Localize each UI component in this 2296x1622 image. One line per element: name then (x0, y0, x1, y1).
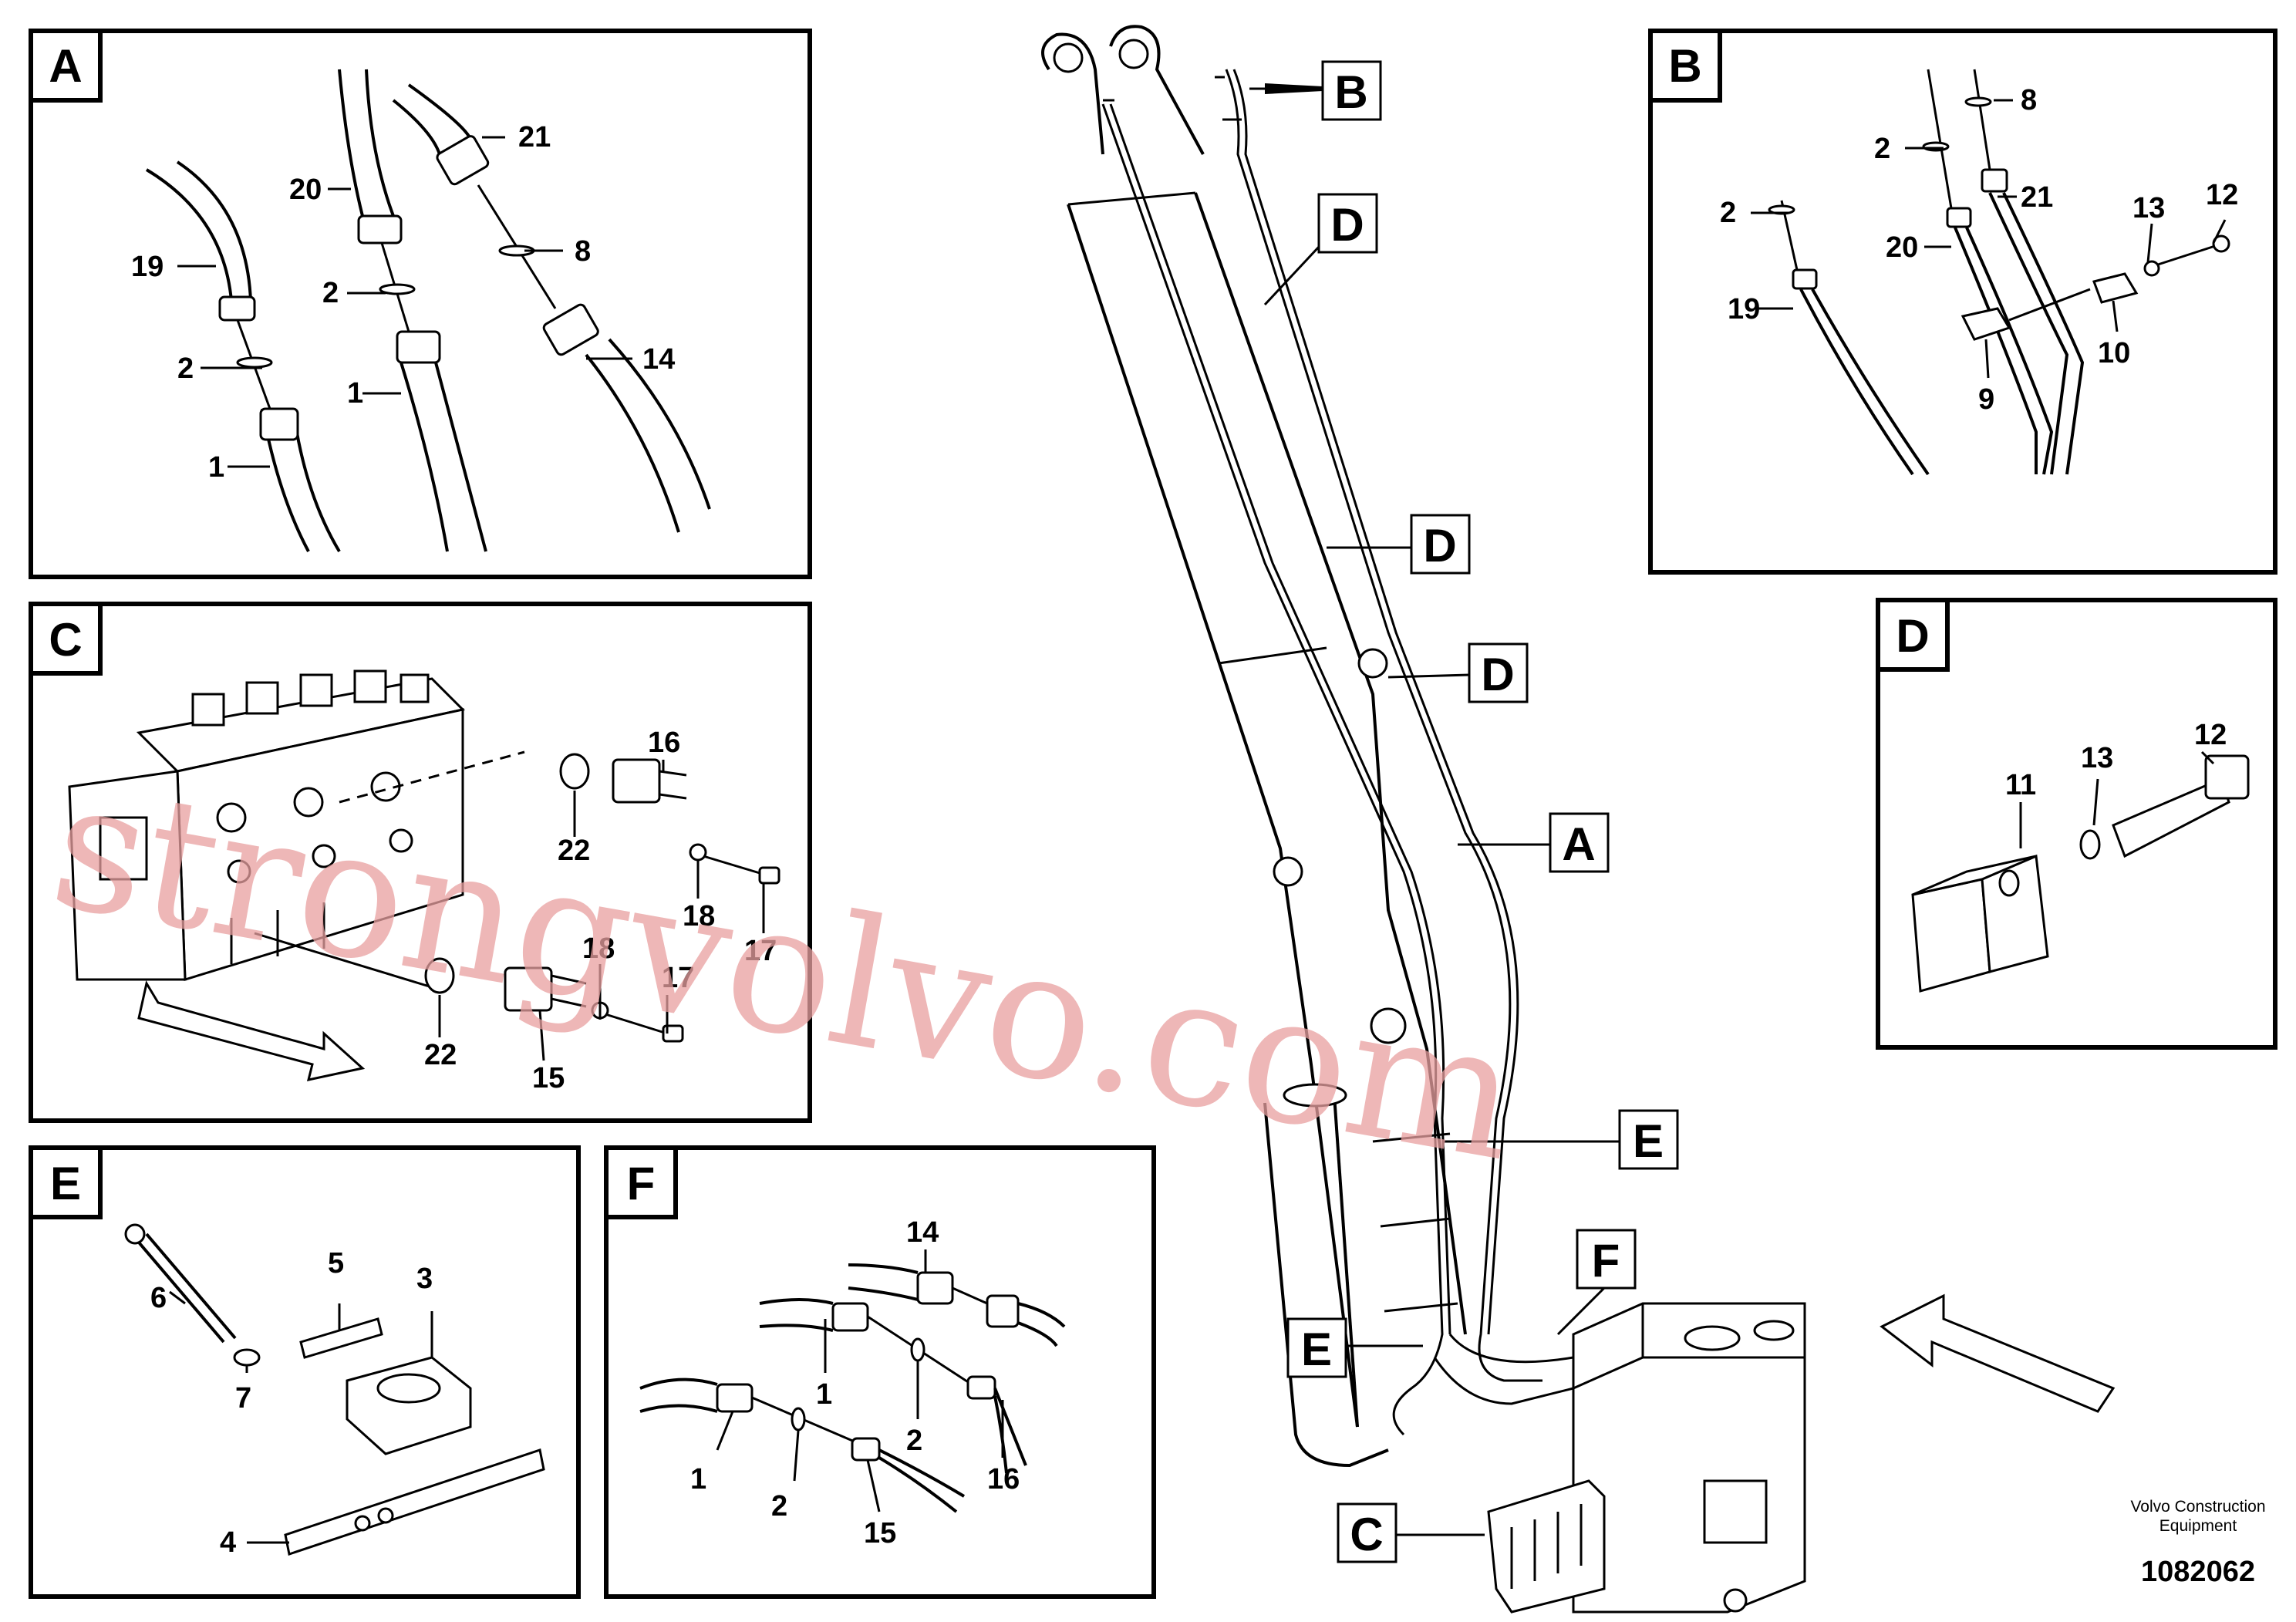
callout-b: B (1249, 60, 1382, 121)
panel-e-label: 4 (220, 1526, 236, 1559)
panel-e-label: 5 (328, 1247, 344, 1280)
panel-f-label: 1 (690, 1463, 706, 1496)
panel-c-label: 18 (582, 932, 615, 965)
panel-b-label: 2 (1874, 133, 1890, 165)
callout-e-letter: E (1633, 1115, 1664, 1167)
panel-a-label: 20 (289, 174, 322, 206)
callout-c: C (1337, 1502, 1485, 1563)
panel-b-label: 12 (2206, 179, 2238, 211)
panel-f-label: 14 (906, 1216, 939, 1249)
panel-c-label: 22 (558, 835, 590, 867)
callout-a: A (1458, 812, 1610, 873)
panel-a-label: 14 (642, 343, 675, 376)
callout-f: F (1556, 1229, 1637, 1336)
callout-a-letter: A (1562, 818, 1595, 870)
footer-company-line2: Equipment (2159, 1517, 2237, 1535)
callout-e-lower: E (1286, 1317, 1423, 1378)
panel-c-letter: C (49, 614, 82, 666)
panel-f-letter: F (627, 1158, 656, 1209)
panel-e-label: 7 (235, 1382, 251, 1415)
callout-d-low: D (1387, 642, 1529, 703)
footer-company-line1: Volvo Construction (2130, 1498, 2265, 1516)
callout-d-top: D (1263, 193, 1378, 306)
callout-b-letter: B (1334, 66, 1367, 118)
callout-e-letter: E (1301, 1324, 1332, 1375)
panel-c-label: 22 (424, 1039, 457, 1071)
panel-f-label: 2 (771, 1490, 787, 1523)
panel-b-label: 21 (2021, 181, 2053, 214)
panel-e-letter: E (50, 1158, 81, 1209)
panel-c-label: 17 (662, 962, 694, 994)
panel-a-label: 21 (518, 121, 551, 153)
panel-e: E 5 3 6 7 4 (29, 1145, 581, 1599)
callout-d-mid: D (1327, 514, 1471, 575)
panel-a-label: 1 (208, 451, 224, 484)
panel-f-label: 16 (987, 1463, 1020, 1496)
callout-c-letter: C (1350, 1509, 1383, 1560)
panel-c-label: 18 (683, 900, 715, 932)
callout-e-upper: E (1442, 1109, 1679, 1170)
callout-f-letter: F (1592, 1235, 1620, 1286)
panel-d: D 11 13 12 (1876, 598, 2277, 1050)
panel-f-label: 1 (816, 1378, 832, 1411)
panel-d-label: 11 (2005, 769, 2036, 801)
panel-a-label: 19 (131, 251, 164, 283)
panel-b: B 8 2 21 13 12 2 20 19 10 9 (1648, 29, 2277, 575)
control-valve-block (68, 669, 466, 982)
panel-a-label: 8 (575, 235, 591, 268)
panel-b-label: 10 (2098, 337, 2130, 369)
panel-d-label: 13 (2081, 742, 2113, 774)
panel-d-letter: D (1896, 610, 1929, 662)
panel-a-label: 1 (347, 377, 363, 410)
boom-assembly (1041, 25, 2116, 1614)
panel-b-letter: B (1668, 40, 1701, 92)
watermark: strongvolvo.com (39, 741, 1532, 1201)
drawing-number: 1082062 (2141, 1556, 2255, 1588)
panel-e-label: 3 (416, 1263, 433, 1295)
panel-c-label: 16 (648, 727, 680, 759)
panel-c: C (29, 602, 812, 1123)
panel-c-label: 17 (744, 935, 777, 967)
panel-a-label: 2 (177, 352, 194, 385)
panel-f: F 14 1 2 16 1 2 15 (604, 1145, 1156, 1599)
panel-b-label: 2 (1720, 197, 1736, 229)
panel-f-label: 2 (906, 1425, 922, 1457)
panel-b-label: 9 (1978, 383, 1994, 416)
panel-f-label: 15 (864, 1517, 896, 1549)
panel-a-label: 2 (322, 277, 339, 309)
panel-a-letter: A (49, 40, 82, 92)
panel-d-label: 12 (2194, 719, 2227, 751)
panel-c-label: 15 (532, 1062, 565, 1094)
panel-a: A 21 20 (29, 29, 812, 579)
panel-b-label: 8 (2021, 84, 2037, 116)
panel-b-label: 19 (1728, 293, 1760, 325)
panel-b-label: 20 (1886, 231, 1918, 264)
panel-b-label: 13 (2132, 192, 2165, 224)
panel-e-label: 6 (150, 1282, 167, 1314)
callout-d-letter: D (1330, 199, 1364, 251)
footer: Volvo Construction Equipment 1082062 (2130, 1498, 2265, 1588)
callout-d-letter: D (1481, 649, 1514, 700)
callout-d-letter: D (1423, 520, 1456, 572)
